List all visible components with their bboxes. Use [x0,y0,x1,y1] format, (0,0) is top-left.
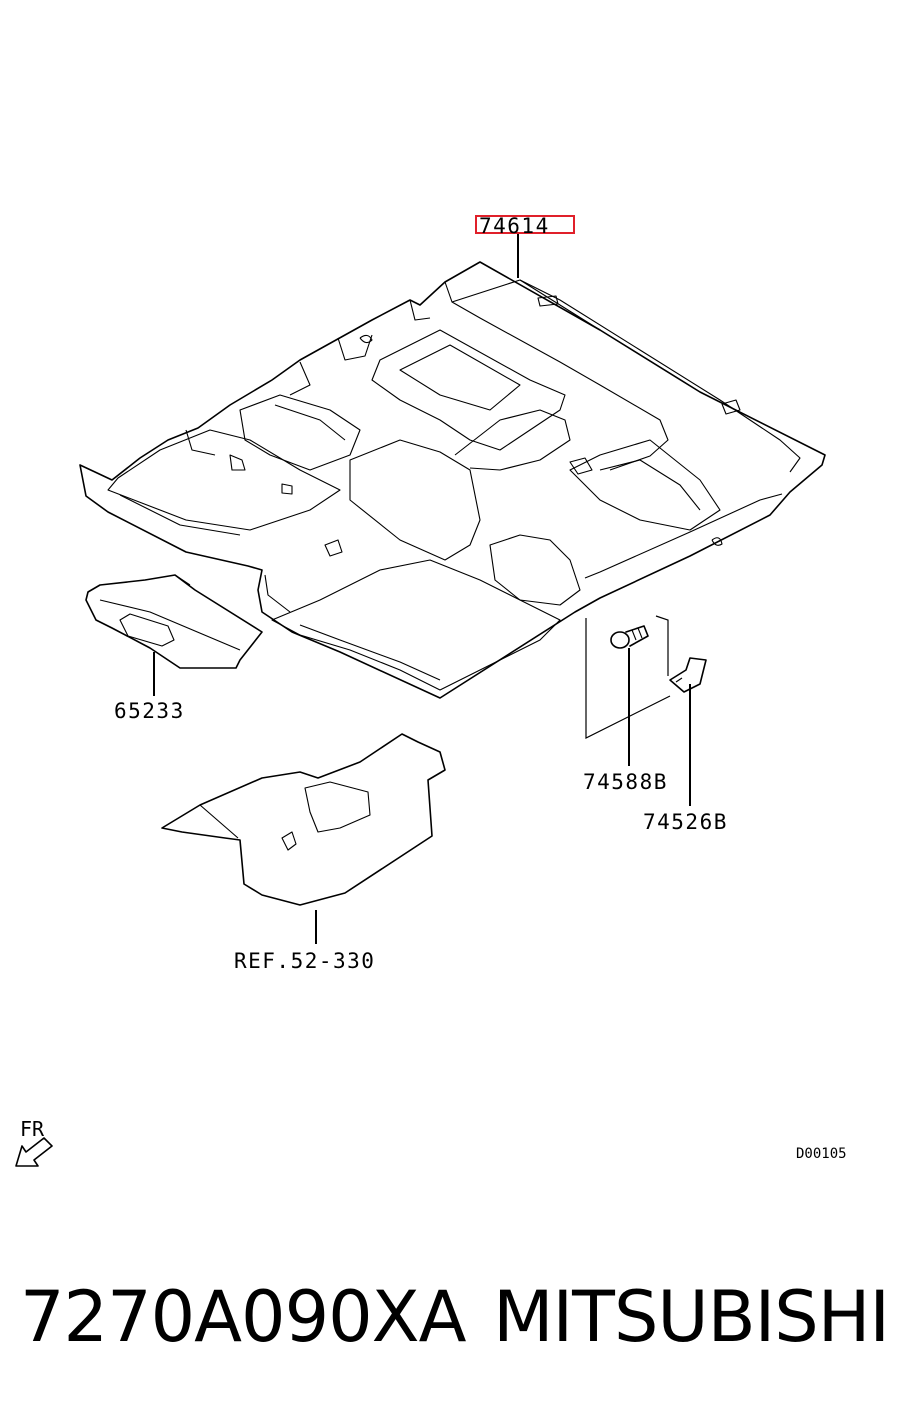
highlight-box [475,215,575,234]
clip-drawing [610,625,649,649]
leader-lines [153,233,691,944]
bracket-drawing [669,657,707,693]
reference-insulator-drawing [161,733,446,906]
front-direction-label: FR [20,1117,45,1141]
part-number: 7270A090XA [20,1276,466,1358]
footer: 7270A090XA MITSUBISHI [0,1272,909,1372]
brand-name: MITSUBISHI [493,1276,890,1358]
callout-ref-52-330: REF.52-330 [234,949,375,973]
drawing-code: D00105 [796,1146,847,1162]
heel-pad-drawing [85,574,263,669]
callout-65233: 65233 [114,699,185,723]
callout-74614: 74614 [479,214,550,238]
callout-74526b: 74526B [643,810,728,834]
front-direction-arrow-icon [15,1137,53,1167]
floor-carpet-drawing [79,261,826,699]
callout-74588b: 74588B [583,770,668,794]
